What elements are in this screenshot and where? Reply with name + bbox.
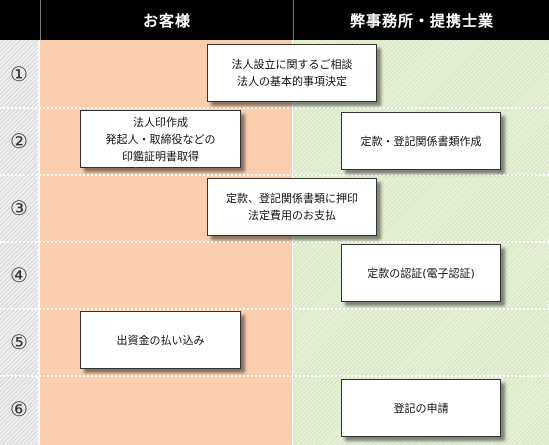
step-1-box: 法人設立に関するご相談 法人の基本的事項決定: [207, 44, 377, 102]
step-2-client-line-3: 印鑑証明書取得: [122, 149, 199, 163]
step-4-box: 定款の認証(電子認証): [341, 244, 501, 302]
step-4-line-1: 定款の認証(電子認証): [367, 266, 475, 280]
step-2-office-line-1: 定款・登記関係書類作成: [360, 134, 482, 148]
step-2-client-box: 法人印作成 発起人・取締役などの 印鑑証明書取得: [80, 110, 241, 168]
step-5-line-1: 出資金の払い込み: [116, 333, 205, 347]
step-2-client-line-2: 発起人・取締役などの: [105, 132, 216, 146]
step-6-box: 登記の申請: [341, 379, 501, 437]
row-divider: [0, 308, 549, 310]
step-number-3: ③: [10, 196, 28, 220]
row-divider: [0, 241, 549, 243]
header-corner: [0, 0, 40, 40]
header-client: お客様: [40, 0, 293, 40]
step-3-box: 定款、登記関係書類に押印 法定費用のお支払: [207, 178, 377, 236]
step-2-office-box: 定款・登記関係書類作成: [341, 112, 501, 170]
step-3-line-2: 法定費用のお支払: [248, 209, 336, 222]
step-1-line-2: 法人の基本的事項決定: [237, 75, 347, 88]
step-number-2: ②: [10, 129, 28, 153]
row-divider: [0, 107, 549, 109]
step-number-4: ④: [10, 263, 28, 287]
step-3-line-1: 定款、登記関係書類に押印: [226, 192, 358, 205]
step-number-1: ①: [10, 62, 28, 86]
header-row: お客様 弊事務所・提携士業: [0, 0, 549, 40]
step-number-6: ⑥: [10, 397, 28, 421]
step-6-line-1: 登記の申請: [393, 401, 449, 415]
step-2-client-line-1: 法人印作成: [133, 115, 188, 129]
step-1-line-1: 法人設立に関するご相談: [231, 58, 353, 71]
row-divider: [0, 174, 549, 176]
step-5-box: 出資金の払い込み: [80, 311, 241, 369]
step-number-5: ⑤: [10, 330, 28, 354]
header-office: 弊事務所・提携士業: [293, 0, 549, 40]
row-divider: [0, 375, 549, 377]
